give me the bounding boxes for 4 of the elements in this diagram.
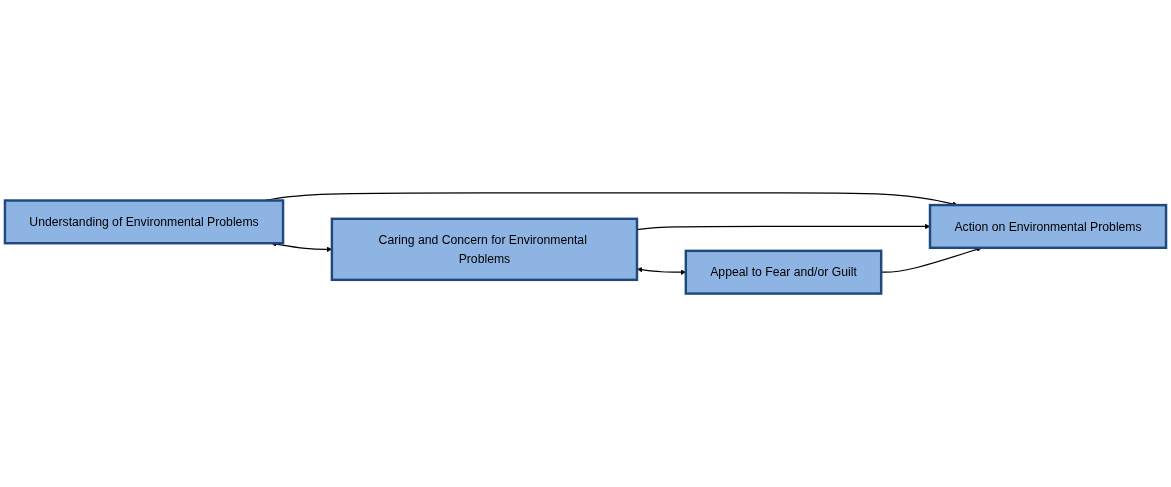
node-box: Action on Environmental Problems	[928, 204, 1168, 250]
node-box: Caring and Concern for Environmental Problems	[330, 217, 639, 282]
node-box: Appeal to Fear and/or Guilt	[684, 249, 883, 296]
node-box: Understanding of Environmental Problems	[3, 199, 285, 245]
